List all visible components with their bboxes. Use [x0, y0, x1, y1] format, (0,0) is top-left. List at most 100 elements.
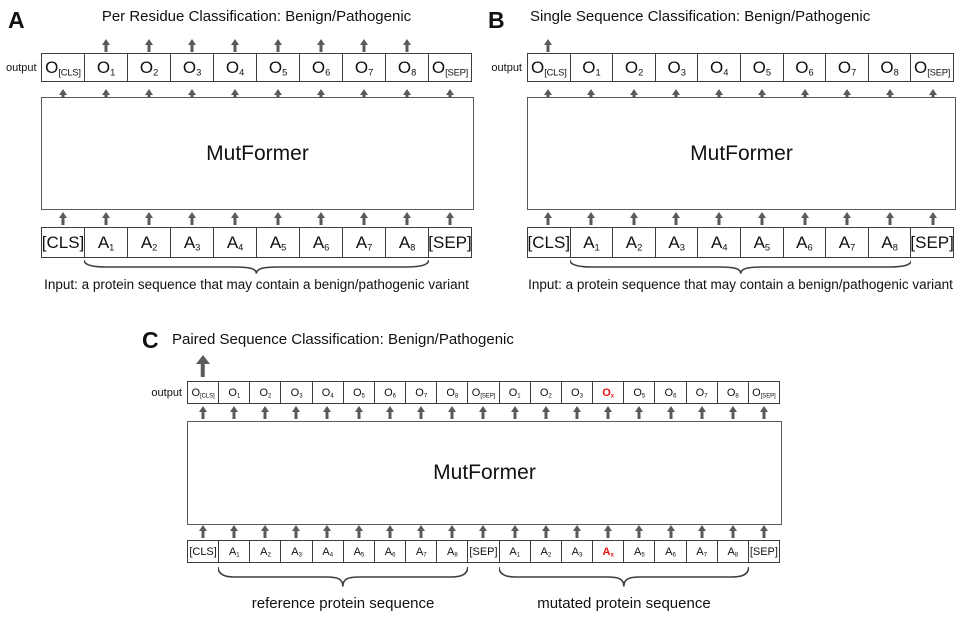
token-box: A7 [342, 227, 386, 258]
token-label: O7 [415, 386, 428, 400]
arrow-row [527, 210, 954, 225]
token-label: [SEP] [910, 232, 954, 252]
token-box: A4 [311, 540, 344, 563]
token-label: A6 [312, 232, 330, 253]
token-box: A3 [560, 540, 594, 563]
token-label: O[CLS] [191, 386, 215, 400]
token-label: O[SEP] [471, 386, 496, 400]
token-box: O1 [498, 381, 531, 404]
token-box: O[CLS] [41, 53, 85, 82]
up-arrow-icon [666, 406, 675, 419]
token-box: A8 [385, 227, 429, 258]
token-box: O8 [867, 53, 912, 82]
token-box: O3 [654, 53, 699, 82]
token-label: [CLS] [41, 232, 85, 252]
up-arrow-icon [144, 39, 153, 52]
token-label: A6 [665, 545, 676, 559]
up-arrow-icon [715, 212, 724, 225]
token-label: A8 [881, 232, 898, 253]
up-arrow-icon [274, 212, 283, 225]
token-label: O4 [225, 57, 245, 78]
token-label: O1 [508, 386, 521, 400]
token-label: A6 [384, 545, 396, 559]
up-arrow-icon [448, 525, 457, 538]
token-label: O5 [752, 57, 771, 78]
up-arrow-icon [317, 212, 326, 225]
up-arrow-icon [510, 406, 519, 419]
mutated-token-label: Ax [602, 545, 614, 559]
token-box: A5 [342, 540, 375, 563]
up-arrow-icon [385, 525, 394, 538]
token-label: O3 [290, 386, 303, 400]
up-arrow-icon [629, 212, 638, 225]
up-arrow-icon [229, 525, 238, 538]
token-box: A3 [654, 227, 699, 258]
token-label: A2 [140, 232, 158, 253]
token-box: O3 [170, 53, 214, 82]
token-box: A1 [498, 540, 531, 563]
token-box: O1 [84, 53, 128, 82]
mutated-token-label: Ox [602, 386, 615, 400]
token-label: A7 [838, 232, 856, 253]
token-label: O[CLS] [45, 57, 81, 78]
token-label: A7 [415, 545, 427, 559]
token-box: [SEP] [910, 227, 954, 258]
token-box: O7 [405, 381, 438, 404]
token-box: A7 [405, 540, 438, 563]
brace-label: reference protein sequence [251, 595, 435, 612]
up-arrow-icon [729, 525, 738, 538]
token-box: O6 [299, 53, 343, 82]
token-label: O2 [624, 57, 644, 78]
token-box: O7 [685, 381, 718, 404]
token-label: [CLS] [527, 232, 571, 252]
token-box: Ox [592, 381, 625, 404]
arrow-row [187, 406, 780, 419]
token-box: O6 [654, 381, 687, 404]
token-box: O7 [825, 53, 869, 82]
token-box: [CLS] [41, 227, 85, 258]
panel-label: B [488, 7, 505, 33]
token-box: [CLS] [187, 540, 220, 563]
up-arrow-icon [292, 406, 301, 419]
token-box: A1 [569, 227, 614, 258]
token-label: A8 [398, 232, 416, 253]
up-arrow-icon [757, 212, 766, 225]
token-box: O8 [385, 53, 429, 82]
up-arrow-icon [544, 39, 553, 52]
up-arrow-icon [479, 406, 488, 419]
token-box: O1 [569, 53, 614, 82]
up-arrow-icon [885, 212, 894, 225]
token-label: A2 [260, 545, 271, 559]
token-box: A3 [280, 540, 313, 563]
token-box: O[SEP] [747, 381, 780, 404]
token-box: A5 [256, 227, 300, 258]
token-label: A8 [447, 545, 458, 559]
token-box: O4 [213, 53, 257, 82]
token-label: O5 [268, 57, 288, 78]
token-label: O[CLS] [530, 57, 567, 78]
token-box: O6 [782, 53, 827, 82]
token-label: A1 [583, 232, 600, 253]
token-label: A3 [668, 232, 685, 253]
up-arrow-icon [666, 525, 675, 538]
token-label: O8 [726, 386, 739, 400]
up-arrow-icon [261, 525, 270, 538]
token-box: A8 [716, 540, 749, 563]
token-box: A6 [782, 227, 827, 258]
input-caption: Input: a protein sequence that may conta… [44, 277, 469, 292]
token-box: A5 [739, 227, 784, 258]
up-arrow-icon [403, 212, 412, 225]
arrow-row [187, 525, 780, 538]
token-label: O7 [695, 386, 708, 400]
token-box: Ax [592, 540, 625, 563]
up-arrow-icon [101, 39, 110, 52]
up-arrow-icon [198, 525, 207, 538]
token-label: A1 [97, 232, 115, 253]
model-label: MutFormer [433, 461, 536, 484]
token-label: O3 [571, 386, 583, 400]
model-label: MutFormer [206, 141, 309, 165]
